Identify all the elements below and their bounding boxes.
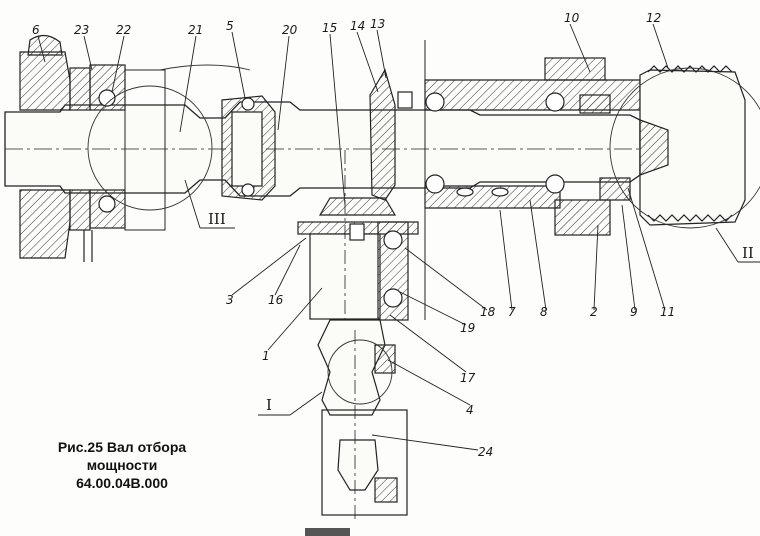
detail-circle-iii [87, 85, 213, 211]
view-label-i: I [266, 396, 272, 414]
label-6: 6 [32, 23, 40, 37]
bevel-gear [318, 68, 413, 216]
pulley [639, 65, 746, 226]
detail-circle-ii [609, 67, 760, 229]
vertical-housing [297, 150, 419, 330]
label-10: 10 [564, 11, 580, 25]
view-label-iii: III [208, 210, 226, 228]
coupling-sleeve [221, 95, 276, 201]
label-13: 13 [370, 17, 385, 31]
lower-shaft [317, 319, 408, 520]
label-11: 11 [660, 305, 675, 319]
label-2: 2 [590, 305, 598, 319]
label-12: 12 [646, 11, 661, 25]
label-4: 4 [466, 403, 474, 417]
part-labels: 6 23 22 21 5 20 15 14 13 10 12 3 16 1 18… [32, 11, 675, 459]
caption-line-2: мощности [86, 457, 158, 473]
label-17: 17 [460, 371, 476, 385]
label-3: 3 [226, 293, 234, 307]
caption-line-1: Рис.25 Вал отбора [57, 439, 187, 455]
scan-artifact [305, 528, 350, 536]
detail-circle-i [327, 339, 393, 405]
label-21: 21 [188, 23, 203, 37]
label-24: 24 [478, 445, 493, 459]
hidden-outline [159, 64, 251, 71]
label-5: 5 [226, 19, 234, 33]
label-1: 1 [262, 349, 270, 363]
label-19: 19 [460, 321, 475, 335]
label-22: 22 [116, 23, 131, 37]
label-23: 23 [74, 23, 89, 37]
label-9: 9 [630, 305, 638, 319]
label-14: 14 [350, 19, 365, 33]
label-18: 18 [480, 305, 496, 319]
label-16: 16 [268, 293, 284, 307]
view-markers: III II I [208, 210, 754, 414]
right-housing [424, 40, 641, 320]
caption-line-3: 64.00.04В.000 [76, 475, 168, 491]
label-7: 7 [508, 305, 516, 319]
label-20: 20 [282, 23, 298, 37]
view-label-ii: II [742, 244, 754, 262]
label-8: 8 [540, 305, 548, 319]
leader-lines [37, 23, 760, 451]
figure-caption: Рис.25 Вал отбора мощности 64.00.04В.000 [22, 438, 222, 492]
label-15: 15 [322, 21, 337, 35]
